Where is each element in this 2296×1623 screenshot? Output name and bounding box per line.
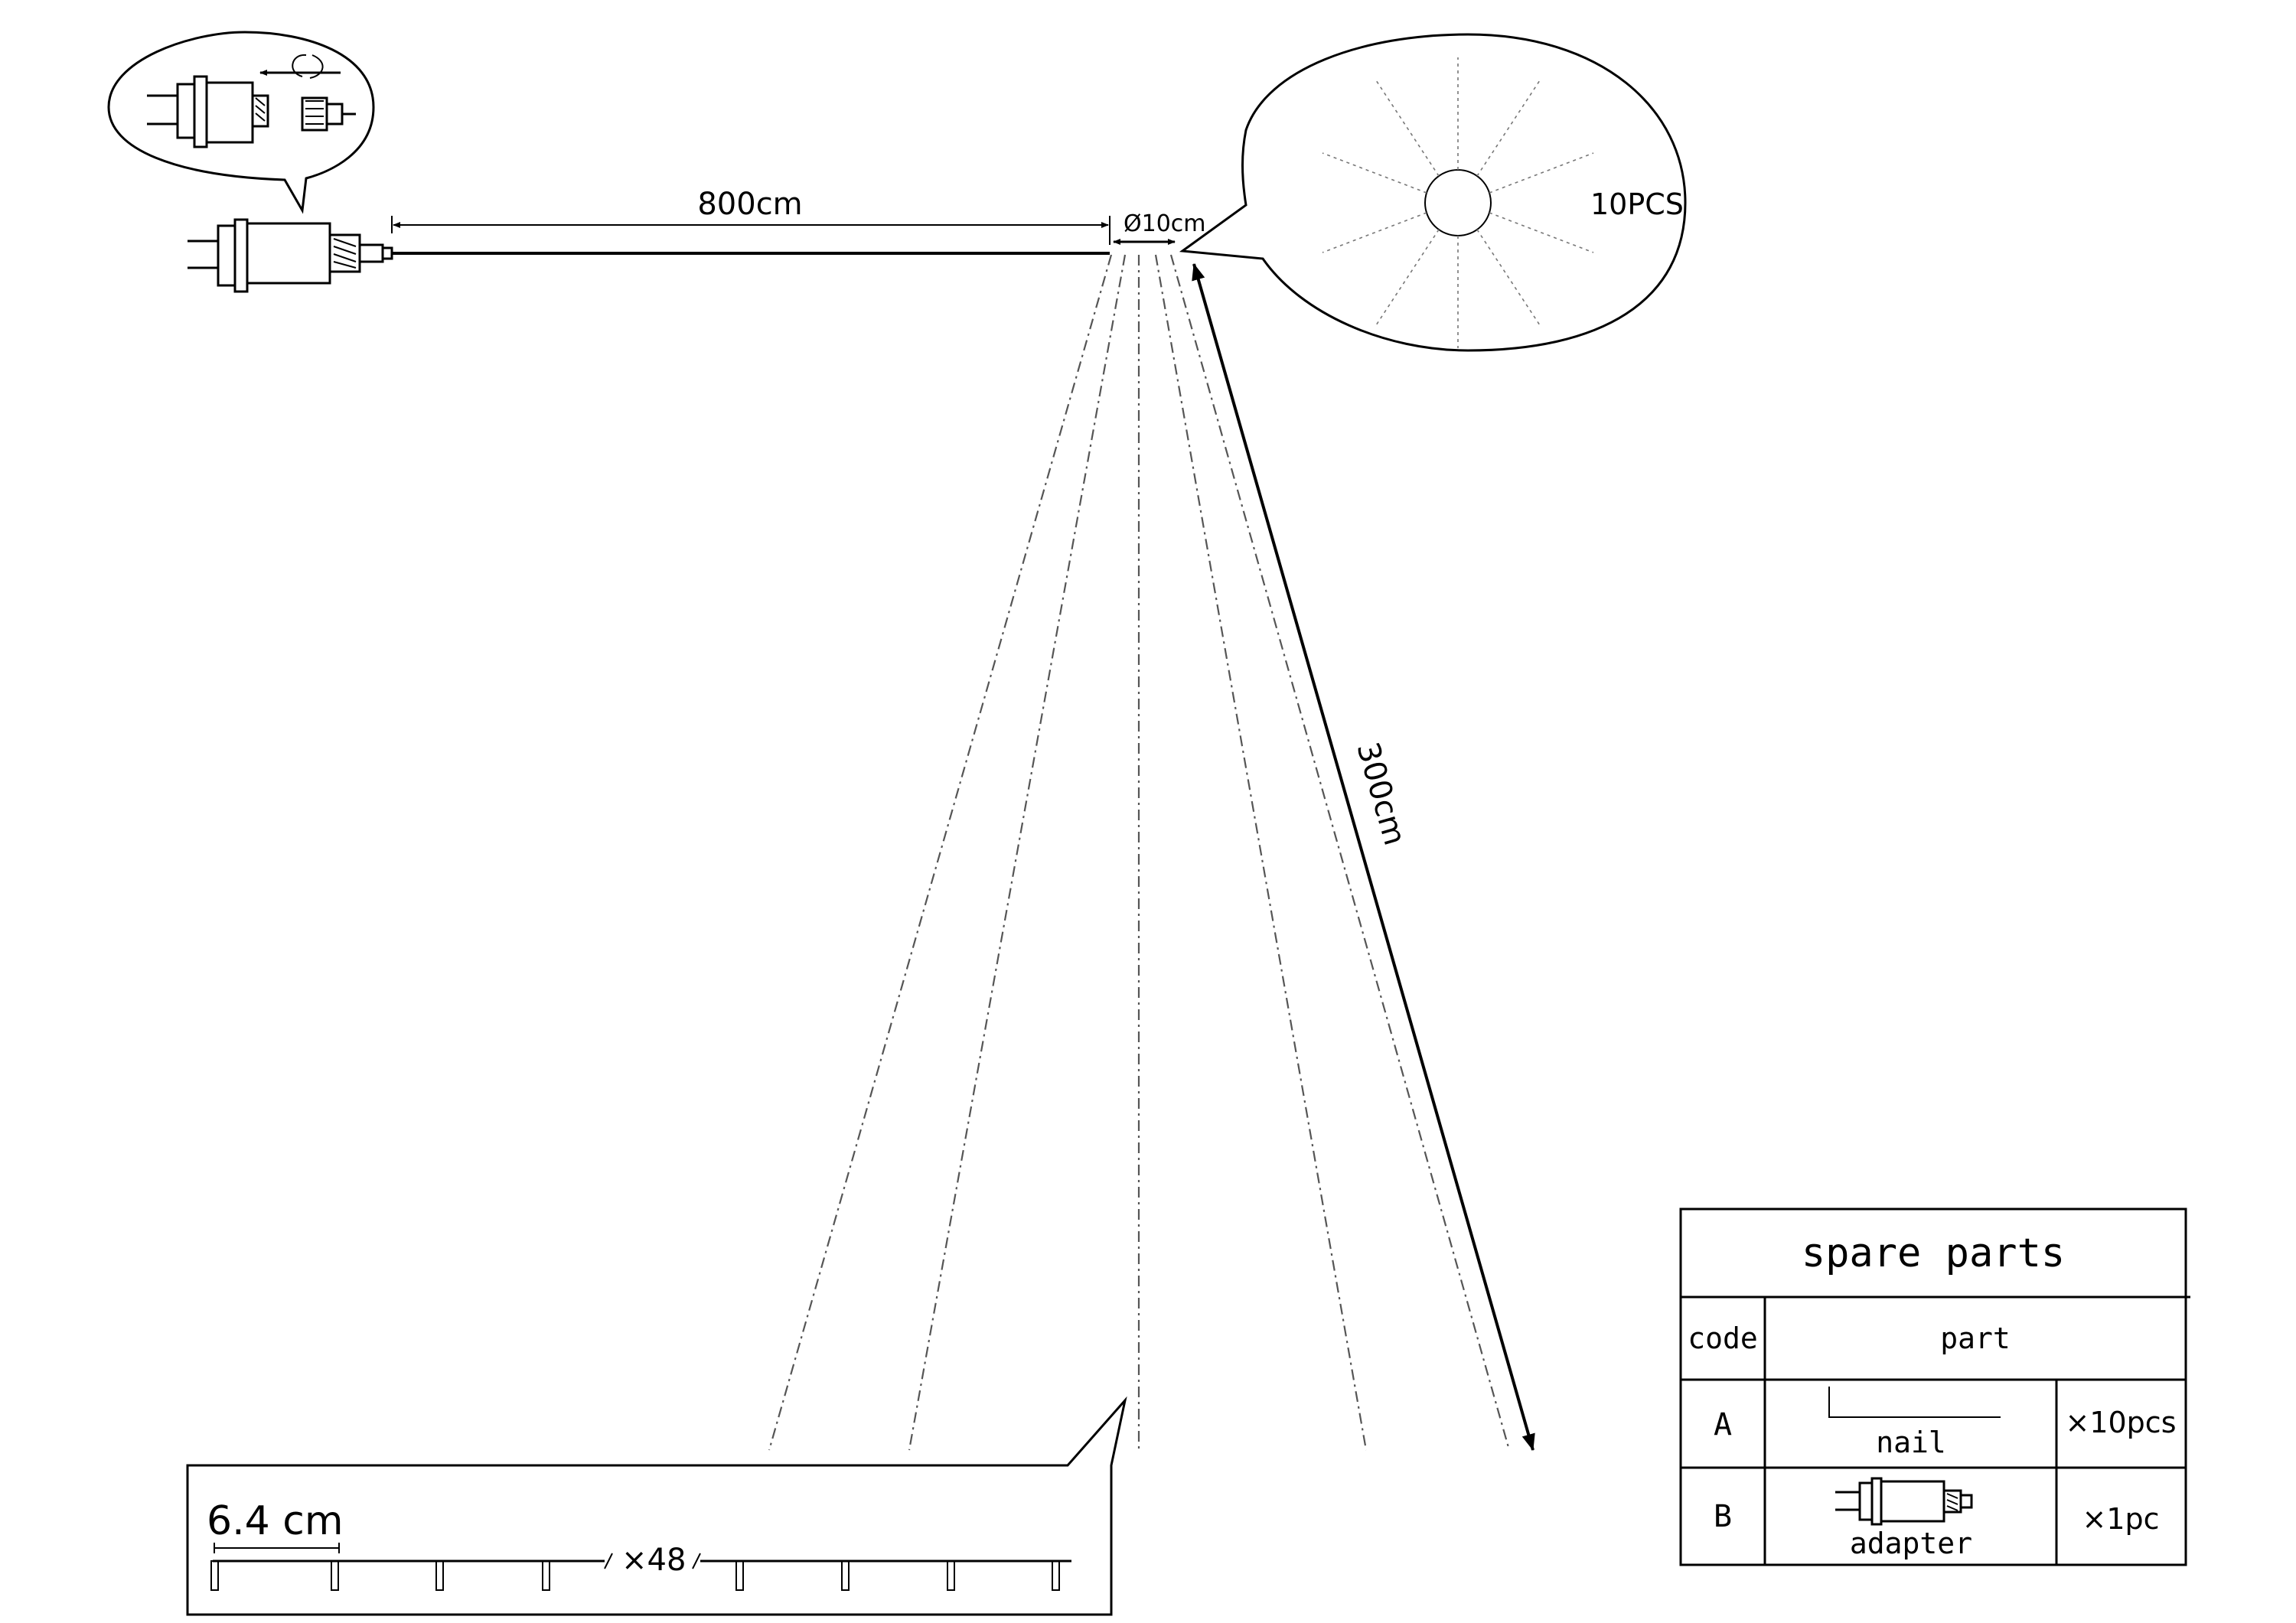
plug-icon (147, 75, 269, 148)
led-strand (768, 254, 1113, 1451)
part-label: adapter (1850, 1527, 1972, 1560)
main-plug-icon (188, 218, 393, 293)
header-code: code (1688, 1322, 1758, 1355)
row-code: B (1714, 1499, 1732, 1534)
spare-parts-title: spare parts (1802, 1230, 2065, 1276)
header-part: part (1940, 1322, 2011, 1355)
led-icon (435, 1560, 444, 1591)
strand-length-dimension: 300cm (1192, 262, 1535, 1452)
connector-icon (301, 96, 356, 132)
strand-length-label: 300cm (1349, 738, 1412, 849)
led-detail-callout: 6.4 cm ×48 (186, 1396, 1127, 1616)
part-quantity: ×1pc (2082, 1502, 2159, 1536)
led-strand (908, 254, 1127, 1451)
adapter-icon (1835, 1477, 1973, 1526)
led-icon (542, 1560, 550, 1591)
led-icon (331, 1560, 339, 1591)
row-code: A (1714, 1407, 1732, 1442)
part-quantity: ×10pcs (2065, 1406, 2176, 1439)
ring-icon (1424, 169, 1492, 236)
led-spacing-label: 6.4 cm (207, 1498, 343, 1544)
rotate-icon (292, 54, 324, 79)
lead-cable-dimension: 800cm (391, 187, 1110, 245)
lead-cable-length-label: 800cm (697, 187, 802, 222)
led-strands (768, 254, 1511, 1451)
led-bulbs (210, 1560, 1060, 1591)
led-strand (1154, 254, 1368, 1451)
nail-icon (1828, 1387, 2001, 1418)
ring-diameter-dimension: Ø10cm (1113, 210, 1206, 245)
spare-parts-table: spare parts code part A nail ×10pcs B ad… (1679, 1207, 2190, 1566)
led-icon (1052, 1560, 1060, 1591)
strand-rays-icon (1322, 57, 1594, 348)
led-count-label: ×48 (621, 1543, 686, 1578)
led-icon (947, 1560, 955, 1591)
plug-connection-callout (107, 31, 375, 214)
led-strand (1169, 254, 1511, 1451)
strand-count-label: 10PCS (1590, 187, 1684, 221)
led-icon (210, 1560, 219, 1591)
ring-diameter-label: Ø10cm (1124, 210, 1206, 237)
led-icon (841, 1560, 850, 1591)
top-view-callout: 10PCS (1179, 33, 1687, 352)
part-label: nail (1876, 1426, 1946, 1459)
led-icon (735, 1560, 744, 1591)
